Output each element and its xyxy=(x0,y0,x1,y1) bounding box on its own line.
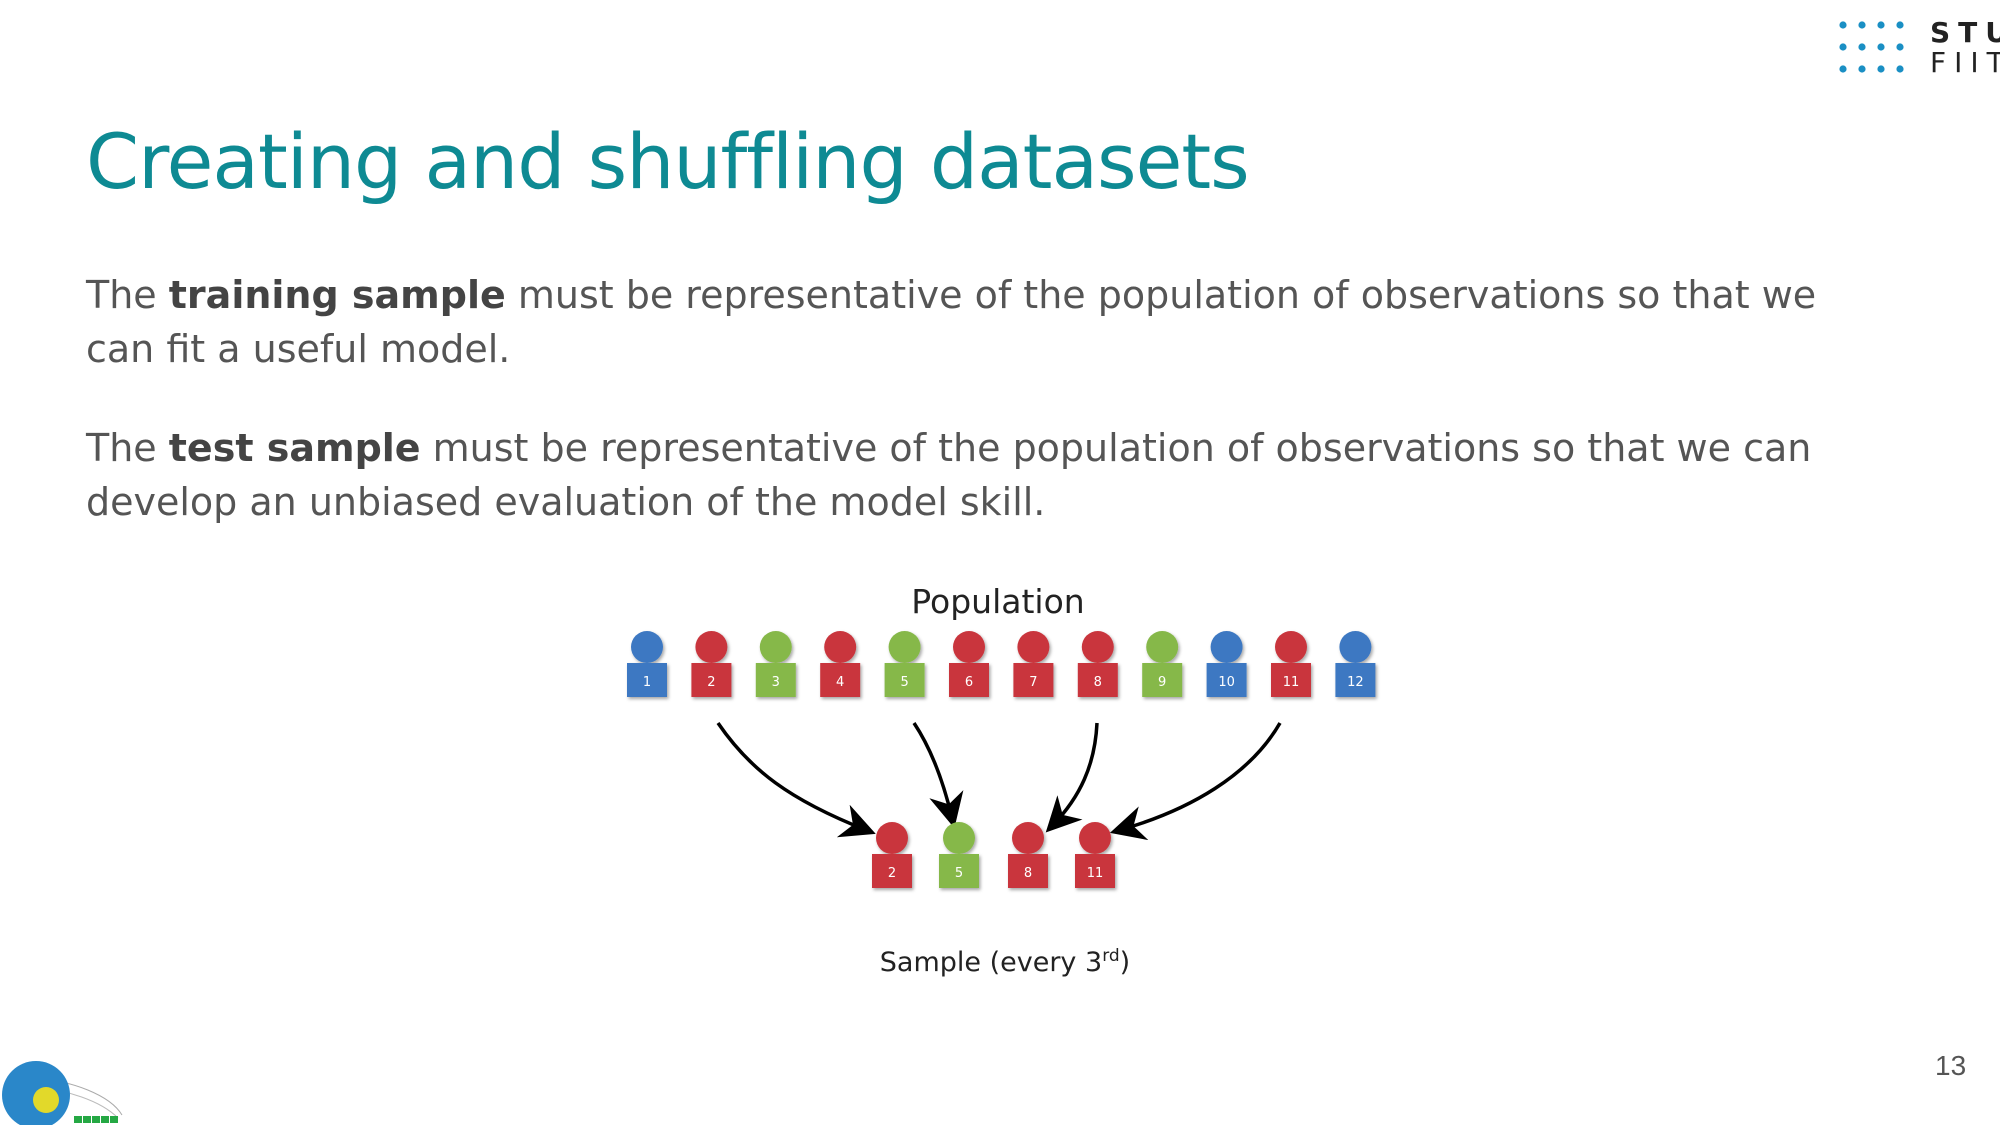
sample-person-number: 8 xyxy=(1024,866,1032,881)
stu-fiit-logo: STU FIIT xyxy=(1838,18,2000,78)
population-person-head xyxy=(1210,631,1243,663)
paragraph-text: The xyxy=(86,426,169,470)
population-person-number: 11 xyxy=(1283,675,1300,690)
sample-person-head xyxy=(943,822,975,854)
population-person-number: 7 xyxy=(1029,675,1037,690)
sampling-arrows xyxy=(716,722,1282,841)
population-person-body xyxy=(755,663,796,697)
sample-person-2: 2 xyxy=(872,822,912,888)
population-person-9: 9 xyxy=(1142,631,1183,697)
sample-label-close: ) xyxy=(1120,947,1131,978)
population-person-body xyxy=(1271,663,1311,697)
sample-person-body xyxy=(872,854,912,888)
population-person-body xyxy=(691,663,732,697)
logo-dots-icon xyxy=(1839,21,1904,73)
population-person-head xyxy=(695,631,728,663)
population-person-3: 3 xyxy=(755,631,796,697)
paragraph-bold-term: training sample xyxy=(168,273,506,317)
population-person-11: 11 xyxy=(1271,631,1311,697)
population-person-body xyxy=(820,663,861,697)
footer-logo xyxy=(2,1061,123,1125)
population-person-head xyxy=(1081,631,1114,663)
population-person-head xyxy=(1275,631,1307,663)
population-person-number: 2 xyxy=(707,675,715,690)
population-person-head xyxy=(824,631,857,663)
arrow-8-to-sample xyxy=(1045,722,1099,833)
population-person-body xyxy=(1013,663,1054,697)
page-number: 13 xyxy=(1935,1050,1967,1081)
paragraph-text: must be representative of the population… xyxy=(86,273,1817,371)
population-person-body xyxy=(1142,663,1183,697)
population-person-number: 10 xyxy=(1218,675,1235,690)
population-person-number: 6 xyxy=(965,675,973,690)
arrow-11-to-sample xyxy=(1109,722,1282,841)
sample-person-11: 11 xyxy=(1075,822,1115,888)
population-person-head xyxy=(631,631,663,663)
arrow-5-to-sample xyxy=(912,722,964,829)
arrow-2-to-sample xyxy=(716,722,876,838)
sample-person-number: 2 xyxy=(888,866,896,881)
sample-label-superscript: rd xyxy=(1102,946,1119,966)
logo-line-2: FIIT xyxy=(1930,46,2000,79)
sample-person-8: 8 xyxy=(1008,822,1048,888)
population-person-8: 8 xyxy=(1077,631,1118,697)
sample-row: 2 5 8 11 xyxy=(872,822,1115,888)
population-person-4: 4 xyxy=(820,631,861,697)
sample-person-head xyxy=(876,822,908,854)
population-person-10: 10 xyxy=(1206,631,1247,697)
sample-person-body xyxy=(939,854,979,888)
slide-title: Creating and shuffling datasets xyxy=(86,117,1250,206)
sample-person-body xyxy=(1008,854,1048,888)
population-person-head xyxy=(888,631,921,663)
population-person-number: 12 xyxy=(1347,675,1364,690)
sample-person-head xyxy=(1079,822,1111,854)
population-person-2: 2 xyxy=(691,631,732,697)
population-person-number: 3 xyxy=(772,675,780,690)
population-person-body xyxy=(949,663,989,697)
population-label: Population xyxy=(911,582,1084,621)
population-person-number: 1 xyxy=(643,675,651,690)
logo-line-1: STU xyxy=(1930,16,2000,49)
population-person-head xyxy=(759,631,792,663)
population-person-body xyxy=(884,663,925,697)
population-person-7: 7 xyxy=(1013,631,1054,697)
paragraph-text: The xyxy=(86,273,169,317)
population-person-5: 5 xyxy=(884,631,925,697)
population-person-number: 8 xyxy=(1094,675,1102,690)
population-person-12: 12 xyxy=(1335,631,1376,697)
population-person-1: 1 xyxy=(627,631,667,697)
population-person-head xyxy=(1017,631,1050,663)
sample-person-head xyxy=(1012,822,1044,854)
population-person-head xyxy=(1146,631,1179,663)
paragraph-text: must be representative of the population… xyxy=(86,426,1812,524)
population-person-body xyxy=(1335,663,1376,697)
sample-person-number: 11 xyxy=(1087,866,1104,881)
population-person-number: 4 xyxy=(836,675,844,690)
sample-person-5: 5 xyxy=(939,822,979,888)
population-person-head xyxy=(953,631,985,663)
paragraph-training-sample: The training sample must be representati… xyxy=(86,268,1866,376)
paragraph-test-sample: The test sample must be representative o… xyxy=(86,421,1866,529)
population-person-number: 9 xyxy=(1158,675,1166,690)
population-person-head xyxy=(1339,631,1372,663)
sample-person-number: 5 xyxy=(955,866,963,881)
sample-label: Sample (every 3rd) xyxy=(880,946,1130,978)
sample-person-body xyxy=(1075,854,1115,888)
sample-label-text: Sample (every 3 xyxy=(880,947,1102,978)
paragraph-bold-term: test sample xyxy=(168,426,421,470)
population-person-6: 6 xyxy=(949,631,989,697)
population-person-body xyxy=(627,663,667,697)
population-person-body xyxy=(1206,663,1247,697)
population-person-number: 5 xyxy=(900,675,908,690)
population-person-body xyxy=(1077,663,1118,697)
